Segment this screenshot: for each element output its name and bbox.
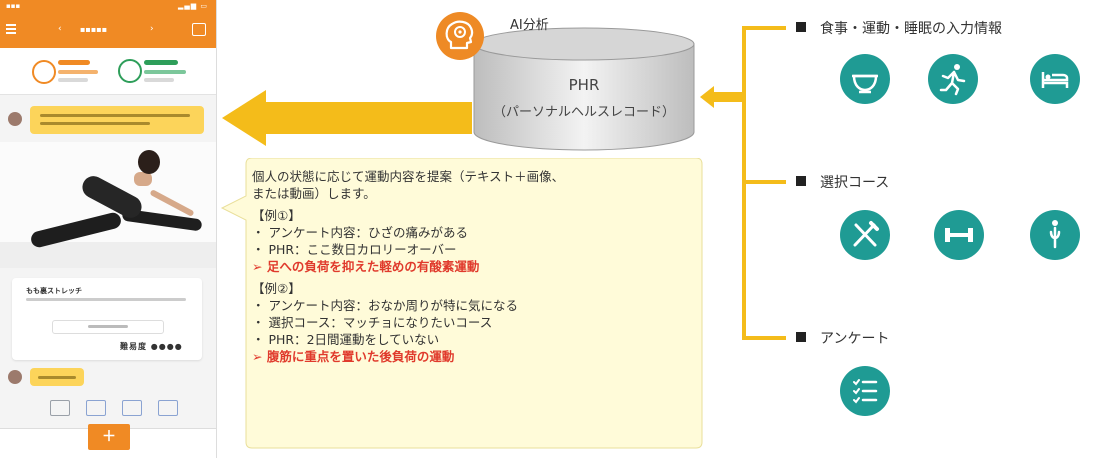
body-figure-icon [1030,210,1080,260]
steps-ring-icon [118,59,142,83]
example-result: ➢ 腹筋に重点を置いた後負荷の運動 [252,349,455,364]
coach-avatar [8,370,22,384]
example-bullet: ・ アンケート内容：ひざの痛みがある [252,225,468,240]
source-heading: アンケート [796,328,889,348]
source-heading-text: 選択コース [820,175,890,191]
dumbbell-icon [934,210,984,260]
connector-line [742,336,786,340]
callout-line: 個人の状態に応じて運動内容を提案（テキスト＋画像、 [252,169,565,184]
action-icon[interactable] [158,400,178,416]
source-heading: 食事・運動・睡眠の入力情報 [796,18,1002,38]
example-bullet: ・ PHR：2日間運動をしていない [252,332,440,347]
example-label: 【例②】 [252,281,301,296]
summary-caption [58,78,88,82]
suggestion-callout [220,158,703,449]
source-heading-text: 食事・運動・睡眠の入力情報 [820,21,1002,37]
source-heading-text: アンケート [820,331,890,347]
app-header: ‹ ▪▪▪▪▪ › [0,14,216,48]
meal-bowl-icon [840,54,890,104]
photo-floor [0,242,216,268]
callout-text: 個人の状態に応じて運動内容を提案（テキスト＋画像、 または動画）します。 【例①… [252,168,702,365]
connector-line [742,26,786,30]
bullet-square [796,332,806,342]
arrow-left-icon [700,86,746,108]
example-bullet: ・ PHR：ここ数日カロリーオーバー [252,242,457,257]
summary-value [58,70,98,74]
connector-line [742,180,786,184]
chat-bubble [30,106,204,134]
summary-caption [144,78,174,82]
exercise-photo [0,142,216,268]
daily-summary [0,48,216,95]
status-bar: ▪▪▪ ▂▄▆ ▭ [0,0,216,14]
phr-title: PHR [568,76,600,94]
example-label: 【例①】 [252,208,301,223]
photo-figure [138,150,160,174]
play-video-button[interactable] [52,320,164,334]
bullet-square [796,22,806,32]
exercise-title: もも裏ストレッチ [26,287,82,295]
calorie-ring-icon [32,60,56,84]
bullet-square [796,176,806,186]
example-result: ➢ 足への負荷を抑えた軽めの有酸素運動 [252,259,480,274]
running-icon [928,54,978,104]
example-bullet: ・ 選択コース：マッチョになりたいコース [252,315,493,330]
connector-line [728,95,744,99]
coach-avatar [8,112,22,126]
summary-badge [144,60,178,65]
signal-battery-icon: ▂▄▆ ▭ [178,2,208,10]
phr-subtitle: （パーソナルヘルスレコード） [492,105,675,120]
action-icon[interactable] [122,400,142,416]
photo-figure [134,172,152,186]
chat-bubble [30,368,84,386]
calendar-icon[interactable] [192,23,206,36]
fork-knife-icon [840,210,890,260]
big-arrow-left-icon [222,90,472,146]
chevron-right-icon[interactable]: › [150,24,154,34]
ai-brain-icon [445,20,474,50]
quick-actions [50,398,190,424]
status-time: ▪▪▪ [6,2,21,10]
chevron-left-icon[interactable]: ‹ [58,24,62,34]
phone-screenshot: ▪▪▪ ▂▄▆ ▭ ‹ ▪▪▪▪▪ › もも裏ストレッチ 難易度 ● [0,0,217,458]
header-date: ▪▪▪▪▪ [80,25,108,34]
difficulty-rating: 難易度 ●●●● [120,342,183,351]
bed-icon [1030,54,1080,104]
ai-brain-icon [436,12,484,60]
summary-value [144,70,186,74]
example-bullet: ・ アンケート内容：おなか周りが特に気になる [252,298,518,313]
exercise-card[interactable]: もも裏ストレッチ 難易度 ●●●● [12,278,202,360]
exercise-description [26,298,186,301]
ai-analysis-label: AI分析 [510,18,549,33]
source-heading: 選択コース [796,172,889,192]
callout-line: または動画）します。 [252,186,376,201]
action-icon[interactable] [86,400,106,416]
phr-database-icon [473,27,695,151]
checklist-icon [840,366,890,416]
action-icon[interactable] [50,400,70,416]
menu-icon[interactable] [6,24,16,36]
add-button[interactable]: ＋ [88,424,130,450]
summary-badge [58,60,90,65]
